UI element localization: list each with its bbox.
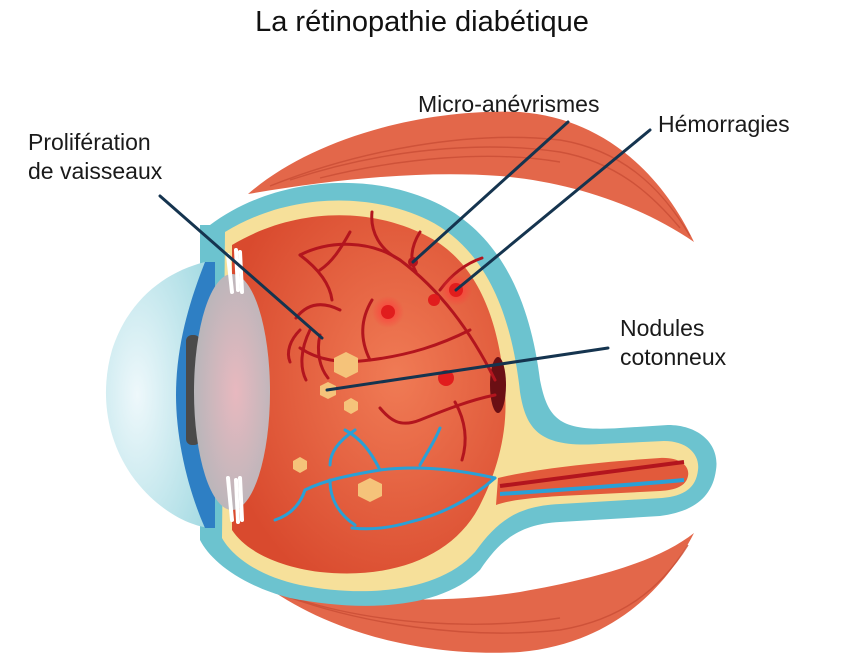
label-nodules: Nodules cotonneux [620,314,726,372]
optic-vein [499,478,685,496]
lower-muscle-fibers [274,544,689,634]
lower-muscle [255,533,694,653]
fovea [490,357,506,413]
upper-muscle [248,111,694,243]
ciliary-fibers [226,248,244,524]
lens [194,274,270,510]
label-proliferation-line1: Prolifération [28,129,151,155]
eye-interior [232,215,506,574]
pointer-nodules [325,346,610,392]
cotton-wool-spots [293,352,382,502]
pointer-micro-anevrismes [411,120,570,264]
diagram-title: La rétinopathie diabétique [255,6,589,38]
label-proliferation-line2: de vaisseaux [28,158,163,184]
label-nodules-line2: cotonneux [620,344,727,370]
upper-muscle-fibers [269,136,691,237]
optic-artery [499,460,685,488]
label-proliferation: Prolifération de vaisseaux [28,128,162,186]
pointer-hemorragies [454,128,652,292]
pointer-lines [158,120,652,392]
label-hemorragies: Hémorragies [658,111,790,137]
label-micro-anevrismes: Micro-anévrismes [418,91,600,117]
label-nodules-line1: Nodules [620,315,705,341]
veins [273,426,497,531]
pointer-proliferation [158,194,324,340]
